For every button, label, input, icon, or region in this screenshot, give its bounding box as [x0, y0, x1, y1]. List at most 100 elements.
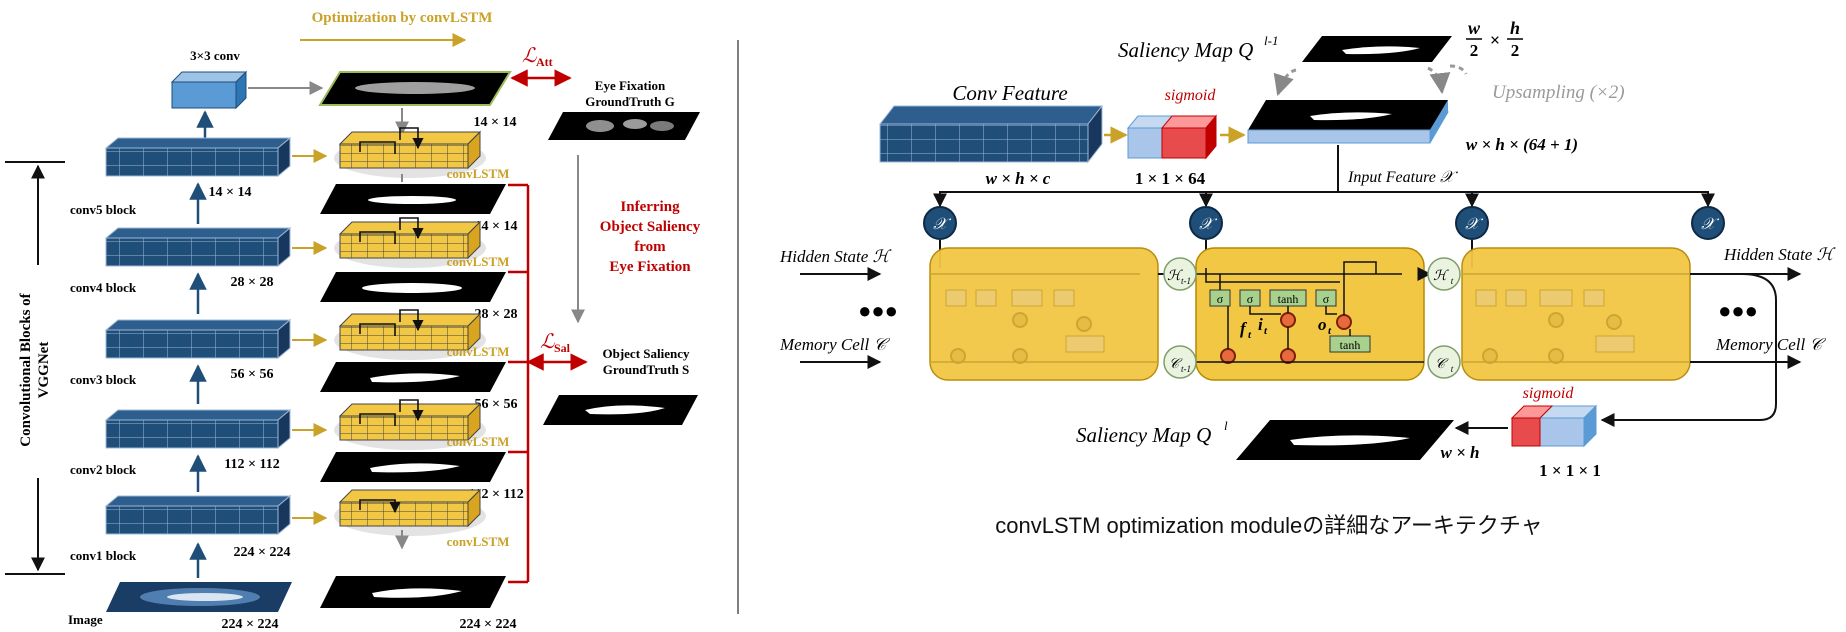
loss-att-subscript: Att — [536, 55, 553, 69]
gate-o-label: o — [1318, 315, 1327, 334]
upsampling-label: Upsampling (×2) — [1492, 82, 1625, 103]
vgg-vertical-label-1: Convolutional Blocks of — [18, 292, 34, 446]
loss-att-symbol: ℒ — [522, 45, 537, 67]
conv1-block-size: 224 × 224 — [234, 545, 291, 560]
row-conv3 — [104, 309, 486, 360]
lstm-cell-1 — [929, 247, 1159, 381]
svg-text:t: t — [1451, 276, 1454, 286]
output-map-3-size: 56 × 56 — [475, 397, 518, 412]
sigmoid-dims-bottom: 1 × 1 × 1 — [1539, 461, 1601, 480]
frac-h-den: 2 — [1511, 41, 1520, 60]
saliency-bottom-label: Saliency Map Q — [1076, 423, 1211, 447]
conv3-block-size: 56 × 56 — [231, 367, 274, 382]
input-x-circle-3: 𝒳 — [1455, 206, 1489, 240]
conv3-block-label: conv3 block — [70, 372, 137, 387]
sigmoid-label-bottom: sigmoid — [1523, 385, 1575, 402]
conv3x3-label: 3×3 conv — [190, 48, 240, 63]
eye-fixation-label: Eye Fixation — [595, 78, 666, 93]
conv2-block-label: conv2 block — [70, 462, 137, 477]
saliency-bottom-map — [1236, 420, 1454, 460]
gate-tanh-2: tanh — [1340, 338, 1361, 352]
optimization-label: Optimization by convLSTM — [312, 10, 493, 26]
lstm-cell-3 — [1461, 247, 1691, 381]
vgg-vertical-label-2: VGGNet — [36, 342, 52, 399]
h-t-circle: ℋ t — [1427, 257, 1461, 291]
output-map-2 — [320, 272, 506, 302]
caption: convLSTM optimization moduleの詳細なアーキテクチャ — [995, 513, 1542, 538]
loss-sal-symbol: ℒ — [540, 331, 555, 353]
gate-sigma-1: σ — [1217, 292, 1224, 306]
hidden-loop-back — [1600, 273, 1777, 427]
gate-f-label: f — [1240, 319, 1248, 338]
sigmoid-label-top: sigmoid — [1165, 87, 1217, 104]
frac-h: h — [1510, 18, 1520, 38]
concat-dims: w × h × (64 + 1) — [1466, 135, 1578, 154]
input-x-circle-2: 𝒳 — [1189, 206, 1223, 240]
output-map-2-size: 28 × 28 — [475, 307, 518, 322]
saliency-top-label: Saliency Map Q — [1118, 38, 1253, 62]
convlstm-label-2: convLSTM — [447, 254, 510, 269]
gate-i-sub: t — [1264, 325, 1268, 337]
image-size: 224 × 224 — [222, 617, 279, 632]
frac-w-den: 2 — [1470, 41, 1479, 60]
frac-times: × — [1490, 30, 1500, 50]
hidden-state-left-label: Hidden State ℋ — [779, 247, 893, 266]
conv5-block-label: conv5 block — [70, 202, 137, 217]
hidden-state-right-label: Hidden State ℋ — [1723, 245, 1837, 264]
infer-line4: Eye Fixation — [609, 259, 691, 275]
input-image — [106, 582, 292, 612]
output-map-4-size: 112 × 112 — [468, 487, 523, 502]
image-label: Image — [68, 612, 103, 627]
svg-text:t-1: t-1 — [1181, 364, 1191, 374]
c-prev-circle: 𝒞 t-1 — [1163, 345, 1197, 379]
convlstm-label-5: convLSTM — [447, 534, 510, 549]
c-t-circle: 𝒞 t — [1427, 345, 1461, 379]
final-output-map — [320, 576, 506, 608]
conv2-block-size: 112 × 112 — [224, 457, 279, 472]
object-saliency-map — [543, 395, 698, 425]
conv4-block-size: 28 × 28 — [231, 275, 274, 290]
left-diagram: Optimization by convLSTM 3×3 conv 14 × 1… — [5, 10, 701, 632]
saliency-bottom-sup: l — [1224, 418, 1228, 433]
conv4-block-label: conv4 block — [70, 280, 137, 295]
left-dots: ●●● — [858, 298, 898, 323]
saliency-top-map — [1302, 36, 1452, 62]
right-diagram: Saliency Map Q l-1 w 2 × h 2 Upsampling … — [779, 18, 1837, 538]
infer-line3: from — [634, 239, 666, 255]
sigmoid-block-bottom — [1510, 404, 1598, 448]
concat-feature-map — [1247, 100, 1449, 144]
eye-fixation-map — [548, 112, 700, 140]
red-bracket — [508, 183, 530, 584]
gate-sigma-3: σ — [1323, 292, 1330, 306]
conv3x3-block — [170, 70, 248, 110]
row-conv5 — [104, 127, 486, 182]
eye-fixation-gt-label: GroundTruth G — [585, 94, 674, 109]
h-prev-circle: ℋ t-1 — [1163, 257, 1197, 291]
frac-w: w — [1468, 18, 1481, 38]
convlstm-label-1: convLSTM — [447, 166, 510, 181]
input-x-circle-1: 𝒳 — [923, 206, 957, 240]
upsample-arrow-right — [1427, 66, 1451, 95]
conv-feature-dims: w × h × c — [986, 169, 1051, 188]
output-map-1 — [320, 184, 506, 214]
row-conv1 — [104, 488, 486, 550]
object-saliency-gt-label: GroundTruth S — [603, 362, 690, 377]
saliency-bottom-dims: w × h — [1441, 443, 1480, 462]
svg-text:t: t — [1451, 364, 1454, 374]
gate-i-label: i — [1258, 315, 1263, 334]
conv-feature-block — [878, 104, 1104, 164]
input-x-circle-4: 𝒳 — [1691, 206, 1725, 240]
infer-line2: Object Saliency — [600, 219, 701, 235]
upsample-arrow-left — [1273, 68, 1297, 97]
memory-cell-left-label: Memory Cell 𝒞 — [779, 335, 890, 354]
output-map-4 — [320, 452, 506, 482]
attention-map-size: 14 × 14 — [474, 115, 517, 130]
row-conv2 — [104, 399, 486, 450]
svg-text:t-1: t-1 — [1181, 276, 1191, 286]
upsample-arrow-right-2 — [1449, 64, 1468, 75]
right-dots: ●●● — [1718, 298, 1758, 323]
conv1-block-label: conv1 block — [70, 548, 137, 563]
final-output-size: 224 × 224 — [460, 617, 517, 632]
input-feature-bus — [939, 191, 1709, 206]
